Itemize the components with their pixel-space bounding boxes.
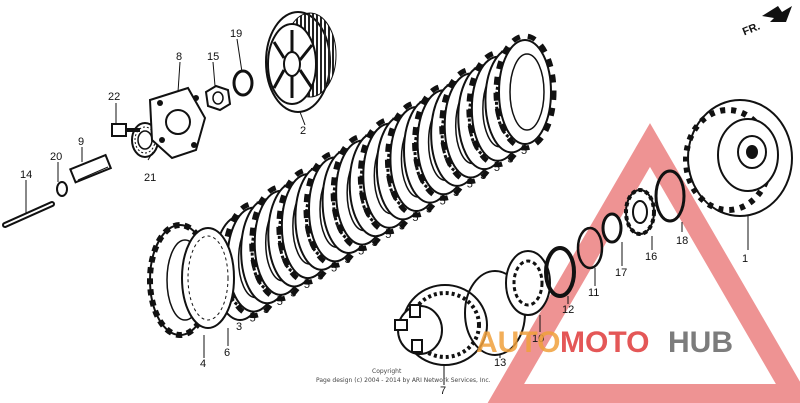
label-part-5: 5 xyxy=(440,195,446,207)
label-part-5: 5 xyxy=(331,262,337,274)
front-direction-arrow: FR. xyxy=(741,6,792,38)
leader-lines xyxy=(25,38,749,385)
washer-part-20 xyxy=(56,181,68,197)
label-part-2: 2 xyxy=(300,125,306,137)
guide-part-9 xyxy=(69,153,113,184)
label-part-16: 16 xyxy=(645,251,657,263)
label-part-15: 15 xyxy=(207,51,219,63)
label-part-12: 12 xyxy=(562,304,574,316)
bushing-part-17 xyxy=(601,212,623,244)
label-part-3: 3 xyxy=(345,254,351,266)
label-part-19: 19 xyxy=(230,28,242,40)
pressure-plate-part-7 xyxy=(394,284,488,366)
label-part-3: 3 xyxy=(317,271,323,283)
label-part-3: 3 xyxy=(290,287,296,299)
plate-stack xyxy=(213,33,557,321)
label-part-21: 21 xyxy=(144,172,156,184)
label-part-22: 22 xyxy=(108,91,120,103)
label-part-17: 17 xyxy=(615,267,627,279)
label-part-5: 5 xyxy=(304,279,310,291)
label-part-20: 20 xyxy=(50,151,62,163)
plate-part-10 xyxy=(505,250,551,316)
label-part-3: 3 xyxy=(372,237,378,249)
label-part-3: 3 xyxy=(399,220,405,232)
copyright-label: Copyright xyxy=(372,368,402,375)
label-part-3: 3 xyxy=(480,170,486,182)
shaft-part-14 xyxy=(2,201,55,228)
washer-part-19 xyxy=(232,69,254,97)
label-part-8: 8 xyxy=(176,51,182,63)
front-direction-label: FR. xyxy=(741,20,762,38)
spring-part-12 xyxy=(544,246,576,298)
label-part-14: 14 xyxy=(20,169,32,181)
washer-part-18 xyxy=(654,169,686,223)
part-labels: 1 2 4 6 7 8 9 10 11 12 13 14 15 16 17 18… xyxy=(20,28,748,397)
label-part-5: 5 xyxy=(358,246,364,258)
label-part-5: 5 xyxy=(412,212,418,224)
label-part-18: 18 xyxy=(676,235,688,247)
collar-part-16 xyxy=(624,188,656,236)
label-part-3: 3 xyxy=(263,304,269,316)
label-part-3: 3 xyxy=(426,204,432,216)
lifter-plate-part-8 xyxy=(148,86,207,160)
nut-part-15 xyxy=(204,84,232,112)
watermark-text: AUTO MOTO HUB xyxy=(476,326,733,359)
label-part-6: 6 xyxy=(224,347,230,359)
label-part-13: 13 xyxy=(494,357,506,369)
label-part-3: 3 xyxy=(507,153,513,165)
watermark-hub: HUB xyxy=(668,326,733,359)
label-part-5: 5 xyxy=(521,145,527,157)
friction-disc xyxy=(493,33,557,151)
label-part-7: 7 xyxy=(440,385,446,397)
watermark-auto: AUTO xyxy=(476,326,560,359)
watermark-triangle xyxy=(487,123,800,403)
label-part-9: 9 xyxy=(78,136,84,148)
label-part-5: 5 xyxy=(467,179,473,191)
label-part-5: 5 xyxy=(494,162,500,174)
label-part-5: 5 xyxy=(277,296,283,308)
label-part-11: 11 xyxy=(588,287,599,299)
circlip-part-11 xyxy=(576,226,604,270)
label-part-3: 3 xyxy=(453,187,459,199)
label-part-4: 4 xyxy=(200,358,206,370)
clutch-outer-part-1 xyxy=(683,99,793,217)
watermark-moto: MOTO xyxy=(560,326,649,359)
label-part-3: 3 xyxy=(236,321,242,333)
label-part-5: 5 xyxy=(385,229,391,241)
judder-spring-part-6 xyxy=(181,227,235,329)
footer-credit: Page design (c) 2004 - 2014 by ARI Netwo… xyxy=(316,377,491,384)
label-part-10: 10 xyxy=(532,333,544,345)
label-part-1: 1 xyxy=(742,253,748,265)
clutch-center-part-2 xyxy=(265,11,337,113)
bolt-part-22 xyxy=(111,123,140,137)
label-part-5: 5 xyxy=(250,313,256,325)
